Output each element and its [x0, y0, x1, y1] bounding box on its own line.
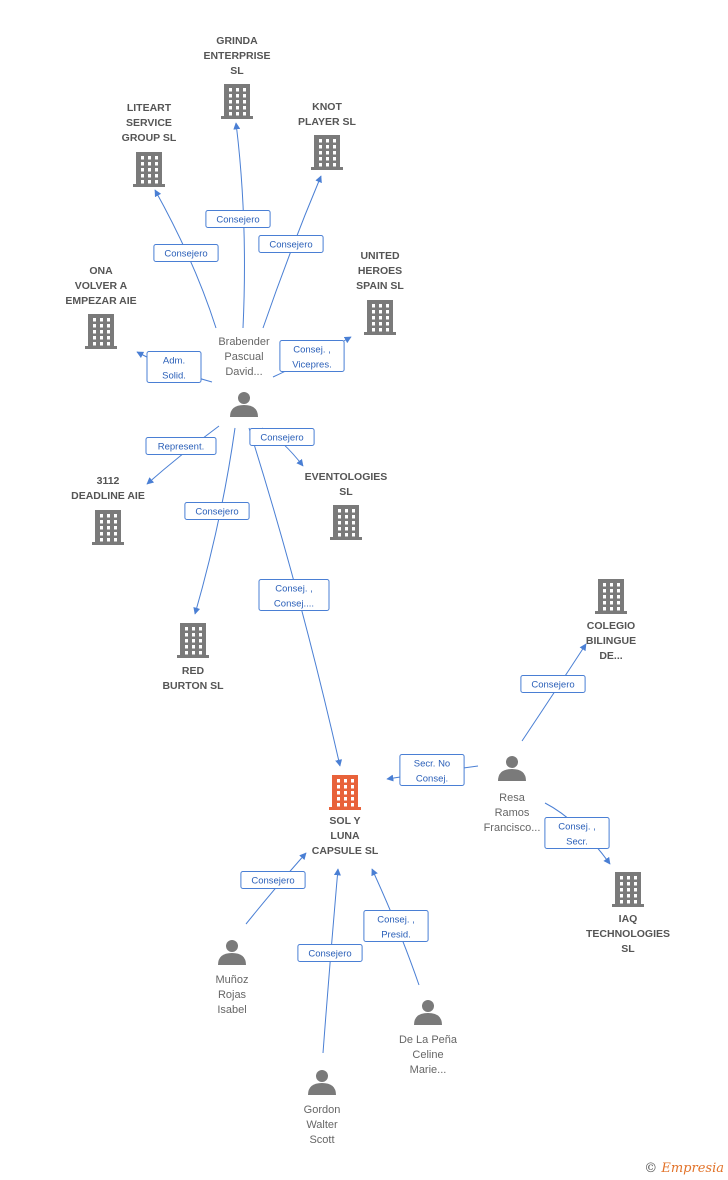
edge-label-brabender-liteart[interactable]: Consejero: [153, 244, 219, 262]
edge-label-resa-colegio[interactable]: Consejero: [520, 675, 586, 693]
edge-label-text: Consejero: [195, 507, 238, 518]
edge-label-brabender-united[interactable]: Consej. ,Vicepres.: [279, 340, 345, 372]
edge-label-text: Consejero: [269, 240, 312, 251]
building-icon: [612, 872, 644, 907]
edge-label-text: Consejero: [260, 433, 303, 444]
building-icon: [133, 152, 165, 187]
edge-label-brabender-grinda[interactable]: Consejero: [205, 210, 271, 228]
edge-label-brabender-redburton[interactable]: Consejero: [184, 502, 250, 520]
person-icon: [308, 1070, 336, 1095]
person-icon: [414, 1000, 442, 1025]
person-icon: [230, 392, 258, 417]
copyright-symbol: ©: [644, 1161, 658, 1176]
person-icon: [218, 940, 246, 965]
edge-label-text: Adm.Solid.: [162, 356, 186, 382]
edge-label-text: Consej. ,Consej....: [274, 584, 314, 610]
edge-label-delapena-solyluna[interactable]: Consej. ,Presid.: [363, 910, 429, 942]
edge-label-text: Consej. ,Presid.: [377, 915, 415, 941]
edge-label-text: Consejero: [531, 680, 574, 691]
building-icon: [311, 135, 343, 170]
edge-label-brabender-knot[interactable]: Consejero: [258, 235, 324, 253]
building-icon: [177, 623, 209, 658]
edge-label-text: Consejero: [308, 949, 351, 960]
building-icon: [329, 775, 361, 810]
edge-label-text: Consejero: [216, 215, 259, 226]
building-icon: [364, 300, 396, 335]
building-icon: [595, 579, 627, 614]
brand-logo[interactable]: Empresia: [661, 1161, 724, 1176]
building-icon: [330, 505, 362, 540]
copyright-footer: © Empresia: [644, 1161, 724, 1176]
edge-label-brabender-eventologies[interactable]: Consejero: [249, 428, 315, 446]
edge-label-munoz-solyluna[interactable]: Consejero: [240, 871, 306, 889]
edge-label-text: Consej. ,Vicepres.: [292, 345, 331, 371]
edge-label-text: Consejero: [164, 249, 207, 260]
edge-label-brabender-ona[interactable]: Adm.Solid.: [146, 351, 202, 383]
edge-label-gordon-solyluna[interactable]: Consejero: [297, 944, 363, 962]
edge-label-brabender-solyluna[interactable]: Consej. ,Consej....: [258, 579, 330, 611]
person-icon: [498, 756, 526, 781]
edge-label-text: Consejero: [251, 876, 294, 887]
edge-label-text: Represent.: [158, 442, 204, 453]
building-icon: [85, 314, 117, 349]
edge-labels-layer: ConsejeroConsejeroConsejeroAdm.Solid.Con…: [145, 210, 610, 962]
building-icon: [92, 510, 124, 545]
edge-label-text: Consej. ,Secr.: [558, 822, 596, 848]
building-icon: [221, 84, 253, 119]
edge-label-brabender-deadline[interactable]: Represent.: [145, 437, 217, 455]
edge-label-resa-iaq[interactable]: Consej. ,Secr.: [544, 817, 610, 849]
edge-brabender-redburton: [193, 427, 236, 615]
